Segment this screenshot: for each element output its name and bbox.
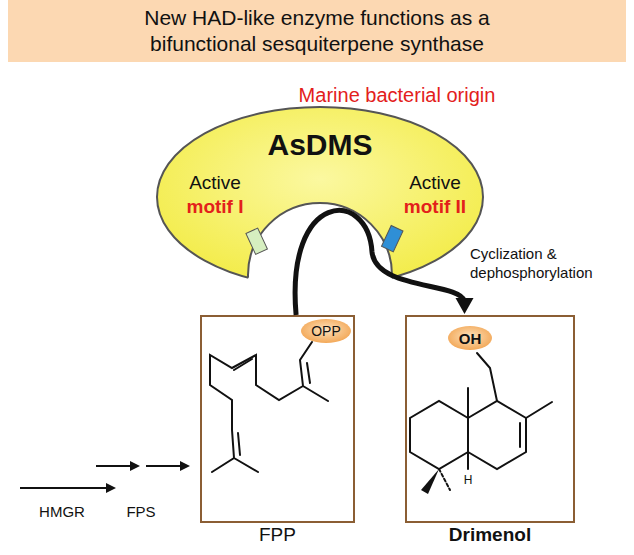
oh-highlight <box>448 326 492 350</box>
arrow-head <box>456 298 474 314</box>
fpp-structure <box>210 342 328 472</box>
motif-label: motif I <box>187 196 244 218</box>
title-text: New HAD-like enzyme functions as a bifun… <box>96 5 538 57</box>
motif-label: Active <box>189 172 241 194</box>
drimenol-structure <box>410 353 552 494</box>
structure-box: FPP <box>200 315 355 523</box>
edge-label: Cyclization & dephosphorylation <box>468 243 622 283</box>
motif-marker <box>381 225 403 251</box>
enzyme-name: AsDMS <box>267 128 372 162</box>
motif-label: Active <box>409 172 461 194</box>
annotation-label: OH <box>459 330 482 347</box>
motif-label: motif II <box>404 196 466 218</box>
motif-marker <box>246 228 268 254</box>
annotation-label: H <box>464 473 473 487</box>
structure-name: FPP <box>202 524 353 546</box>
annotation-label: FPS <box>126 503 155 520</box>
pathway-arrows <box>20 461 190 493</box>
structure-name: Drimenol <box>407 524 573 546</box>
annotation-label: OPP <box>311 323 341 339</box>
enzyme-shape: AsDMSActivemotif IActivemotif II <box>155 105 485 289</box>
annotation-label: HMGR <box>39 503 85 520</box>
opp-highlight <box>301 319 351 343</box>
annotation-label: Marine bacterial origin <box>299 84 496 107</box>
structure-box: Drimenol <box>405 315 575 523</box>
